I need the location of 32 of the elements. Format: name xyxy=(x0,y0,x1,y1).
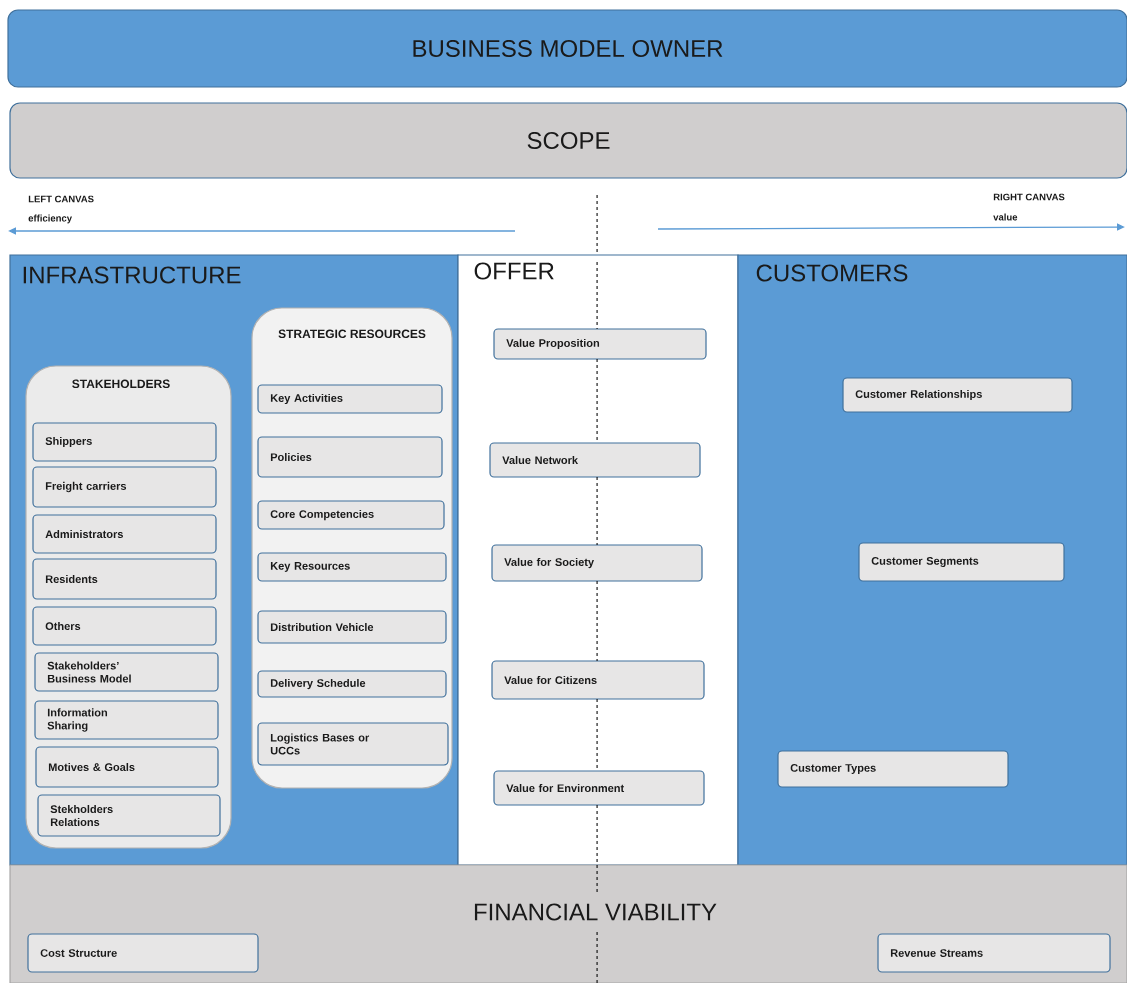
item-box: Motives & Goals xyxy=(35,746,219,788)
item-box: Others xyxy=(32,606,217,646)
side-label: efficiency xyxy=(28,214,72,224)
item-box: Policies xyxy=(257,436,443,478)
banner-box: SCOPE xyxy=(9,102,1127,179)
item-box: Information Sharing xyxy=(34,700,219,740)
item-box: Shippers xyxy=(32,422,217,462)
item-box: Value Proposition xyxy=(493,328,707,360)
item-box: Administrators xyxy=(32,514,217,554)
item-box: Residents xyxy=(32,558,217,600)
item-box: Stekholders Relations xyxy=(37,794,221,837)
item-box: Key Resources xyxy=(257,552,447,582)
item-box: Key Activities xyxy=(257,384,443,414)
item-box: Customer Relationships xyxy=(842,377,1073,413)
item-box: Customer Segments xyxy=(858,542,1065,582)
item-box: Stakeholders’ Business Model xyxy=(34,652,219,692)
item-box: Revenue Streams xyxy=(877,933,1111,973)
item-box: Distribution Vehicle xyxy=(257,610,447,644)
item-box: Delivery Schedule xyxy=(257,670,447,698)
item-box: Customer Types xyxy=(777,750,1009,788)
item-box: Value for Citizens xyxy=(491,660,705,700)
item-box: Freight carriers xyxy=(32,466,217,508)
item-box: Value Network xyxy=(489,442,701,478)
item-box: Value for Society xyxy=(491,544,703,582)
item-box: Cost Structure xyxy=(27,933,259,973)
side-label: LEFT CANVAS xyxy=(28,195,94,203)
item-box: Value for Environment xyxy=(493,770,705,806)
side-label: value xyxy=(993,213,1018,221)
item-box: Core Competencies xyxy=(257,500,445,530)
item-box: Logistics Bases or UCCs xyxy=(257,722,449,766)
side-label: RIGHT CANVAS xyxy=(993,193,1065,201)
banner-box: BUSINESS MODEL OWNER xyxy=(7,9,1127,88)
